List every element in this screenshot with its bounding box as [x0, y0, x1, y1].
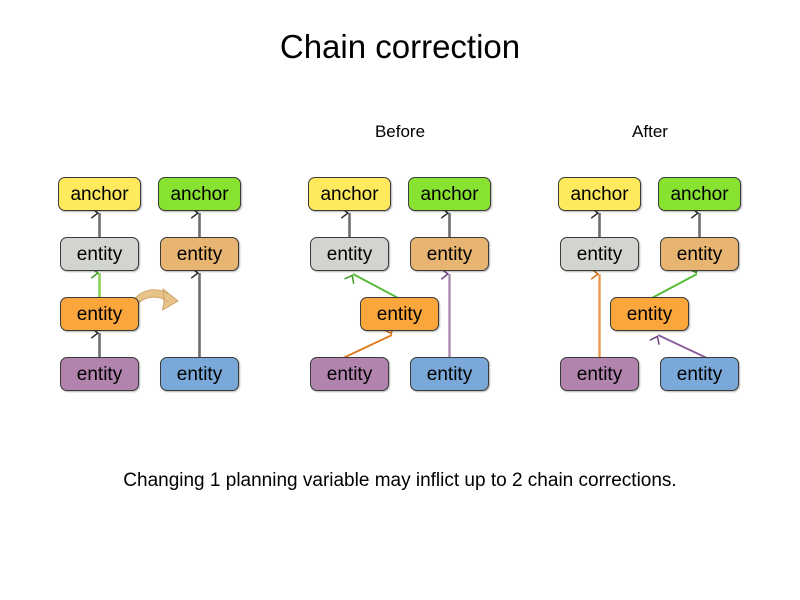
before-node-entity-orange[interactable]: entity [360, 297, 439, 331]
node-entity-blue[interactable]: entity [160, 357, 239, 391]
after-node-anchor-yellow[interactable]: anchor [558, 177, 641, 211]
after-node-entity-gray[interactable]: entity [560, 237, 639, 271]
section-label-before: Before [374, 122, 426, 141]
node-entity-orange[interactable]: entity [60, 297, 139, 331]
edges-after-panel [590, 207, 710, 360]
node-anchor-green[interactable]: anchor [158, 177, 241, 211]
before-node-entity-tan[interactable]: entity [410, 237, 489, 271]
after-node-anchor-green[interactable]: anchor [658, 177, 741, 211]
node-anchor-yellow[interactable]: anchor [58, 177, 141, 211]
before-node-entity-gray[interactable]: entity [310, 237, 389, 271]
before-node-entity-purple[interactable]: entity [310, 357, 389, 391]
edge-after-blue-to-orange [649, 334, 710, 360]
edges-legend-panel [90, 207, 201, 357]
before-node-anchor-yellow[interactable]: anchor [308, 177, 391, 211]
page-title: Chain correction [279, 28, 521, 65]
before-node-entity-blue[interactable]: entity [410, 357, 489, 391]
after-node-entity-tan[interactable]: entity [660, 237, 739, 271]
edge-before-orange-to-gray [344, 273, 401, 300]
node-entity-purple[interactable]: entity [60, 357, 139, 391]
before-node-anchor-green[interactable]: anchor [408, 177, 491, 211]
after-node-entity-purple[interactable]: entity [560, 357, 639, 391]
node-entity-gray[interactable]: entity [60, 237, 139, 271]
after-node-entity-orange[interactable]: entity [610, 297, 689, 331]
slide-caption: Changing 1 planning variable may inflict… [123, 470, 677, 491]
edges-before-panel [340, 207, 451, 360]
section-label-after: After [632, 122, 668, 141]
node-entity-tan[interactable]: entity [160, 237, 239, 271]
after-node-entity-blue[interactable]: entity [660, 357, 739, 391]
edge-after-orange-to-tan [649, 264, 699, 300]
edge-before-purple-to-orange [340, 325, 394, 360]
